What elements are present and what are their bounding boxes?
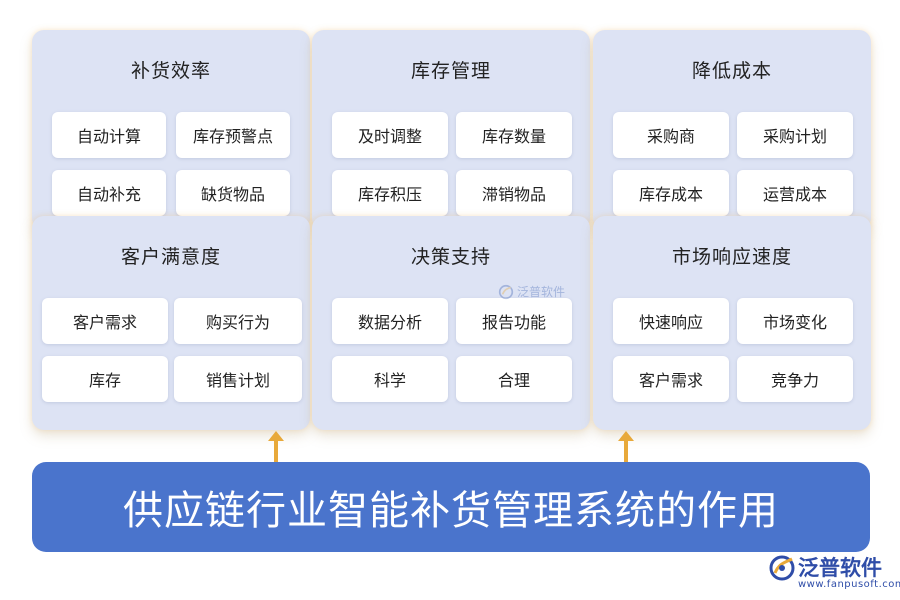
fanpu-logo-icon [498, 284, 514, 299]
item-chip: 销售计划 [174, 356, 302, 402]
item-chip: 自动计算 [52, 112, 166, 158]
banner-title: 供应链行业智能补货管理系统的作用 [123, 488, 779, 534]
item-chip: 竞争力 [737, 356, 853, 402]
item-chip: 客户需求 [613, 356, 729, 402]
item-chip: 运营成本 [737, 170, 853, 216]
panel-replenishment-efficiency: 补货效率 自动计算 库存预警点 自动补充 缺货物品 [32, 30, 310, 230]
panel-cost-reduction: 降低成本 采购商 采购计划 库存成本 运营成本 [593, 30, 871, 230]
panel-decision-support: 决策支持 数据分析 报告功能 科学 合理 [312, 216, 590, 430]
right-double-arrow-icon [618, 431, 634, 475]
title-banner: 供应链行业智能补货管理系统的作用 [32, 462, 870, 552]
item-chip: 库存数量 [456, 112, 572, 158]
item-chip: 库存预警点 [176, 112, 290, 158]
brand-logo: 泛普软件 www.fanpusoft.com [764, 552, 900, 596]
panel-title: 补货效率 [130, 60, 211, 82]
panel-title: 库存管理 [410, 60, 491, 82]
item-chip: 及时调整 [332, 112, 448, 158]
logo-name: 泛普软件 [798, 556, 882, 580]
item-chip: 市场变化 [737, 298, 853, 344]
panel-market-response-speed: 市场响应速度 快速响应 市场变化 客户需求 竞争力 [593, 216, 871, 430]
panel-inventory-management: 库存管理 及时调整 库存数量 库存积压 滞销物品 [312, 30, 590, 230]
item-chip: 滞销物品 [456, 170, 572, 216]
item-chip: 采购计划 [737, 112, 853, 158]
left-double-arrow-icon [268, 431, 284, 475]
item-chip: 客户需求 [42, 298, 168, 344]
fanpu-logo-icon [769, 555, 795, 581]
item-chip: 快速响应 [613, 298, 729, 344]
item-chip: 缺货物品 [176, 170, 290, 216]
item-chip: 数据分析 [332, 298, 448, 344]
panel-customer-satisfaction: 客户满意度 客户需求 购买行为 库存 销售计划 [32, 216, 310, 430]
item-chip: 报告功能 [456, 298, 572, 344]
panel-title: 市场响应速度 [671, 246, 792, 268]
watermark: 泛普软件 [498, 283, 565, 300]
item-chip: 采购商 [613, 112, 729, 158]
item-chip: 库存积压 [332, 170, 448, 216]
item-chip: 库存 [42, 356, 168, 402]
item-chip: 自动补充 [52, 170, 166, 216]
item-chip: 购买行为 [174, 298, 302, 344]
logo-url: www.fanpusoft.com [798, 579, 900, 590]
panel-title: 客户满意度 [120, 246, 221, 268]
item-chip: 库存成本 [613, 170, 729, 216]
panel-title: 降低成本 [691, 60, 772, 82]
item-chip: 科学 [332, 356, 448, 402]
watermark-text: 泛普软件 [517, 285, 566, 299]
item-chip: 合理 [456, 356, 572, 402]
panel-title: 决策支持 [410, 246, 491, 268]
